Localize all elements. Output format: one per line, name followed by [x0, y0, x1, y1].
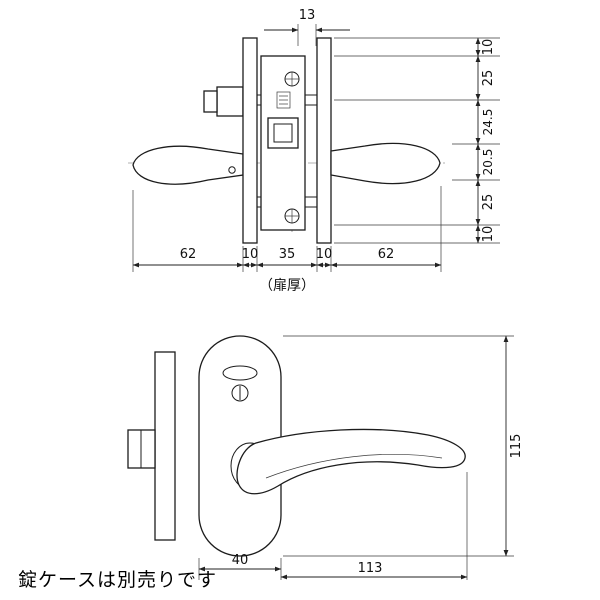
- right-lever: [330, 142, 441, 185]
- spindle-square-hole: [273, 123, 293, 143]
- dim-label: 10: [316, 247, 333, 262]
- latch-body: [216, 86, 244, 117]
- top-section-view: 13 10 25 24.5 20.5 25 10: [128, 8, 500, 294]
- dim-label: 62: [378, 247, 395, 262]
- dim-front-height: 115: [283, 335, 524, 557]
- lever-grip-contour: [265, 454, 443, 479]
- maker-stamp: [276, 91, 291, 109]
- front-view: 40 113 115: [127, 335, 524, 580]
- dim-label: 62: [180, 247, 197, 262]
- dim-label: 10: [481, 226, 496, 243]
- lever-handle-front: [230, 428, 466, 495]
- dim-chain-right: 10 25 24.5 20.5 25 10: [334, 37, 500, 244]
- dim-label: 20.5: [481, 149, 495, 176]
- dim-label: 10: [242, 247, 259, 262]
- door-thickness-label: （扉厚）: [259, 278, 315, 294]
- dim-label: 115: [509, 434, 524, 459]
- left-lever: [132, 145, 244, 185]
- dim-label: 35: [279, 247, 296, 262]
- lever-grip: [236, 428, 466, 495]
- dim-label: 24.5: [481, 109, 495, 136]
- footer-note: 錠ケースは別売りです: [18, 569, 217, 591]
- left-rose-plate: [242, 37, 258, 244]
- dim-front-bottom: 40 113: [198, 472, 468, 580]
- dim-label: 25: [481, 70, 496, 87]
- right-post-bottom: [304, 196, 318, 208]
- dim-label: 25: [481, 194, 496, 211]
- spindle-hub: [267, 117, 299, 149]
- dim-top-13: 13: [264, 8, 350, 46]
- left-post-top: [256, 94, 262, 106]
- dim-label: 113: [358, 561, 383, 576]
- dim-chain-bottom: 62 10 35 10 62 （扉厚）: [132, 186, 442, 294]
- right-post-top: [304, 94, 318, 106]
- dim-label: 40: [232, 553, 249, 568]
- bottom-screw-icon: [284, 208, 300, 224]
- thumbturn: [222, 365, 258, 402]
- left-post-bottom: [256, 196, 262, 208]
- top-screw-icon: [284, 71, 300, 87]
- dim-label: 13: [299, 8, 316, 23]
- latch-bolt-head: [203, 90, 218, 113]
- dim-label: 10: [481, 39, 496, 56]
- door-edge-plate: [154, 351, 176, 541]
- left-lever-set-screw: [228, 166, 236, 174]
- right-rose-plate: [316, 37, 332, 244]
